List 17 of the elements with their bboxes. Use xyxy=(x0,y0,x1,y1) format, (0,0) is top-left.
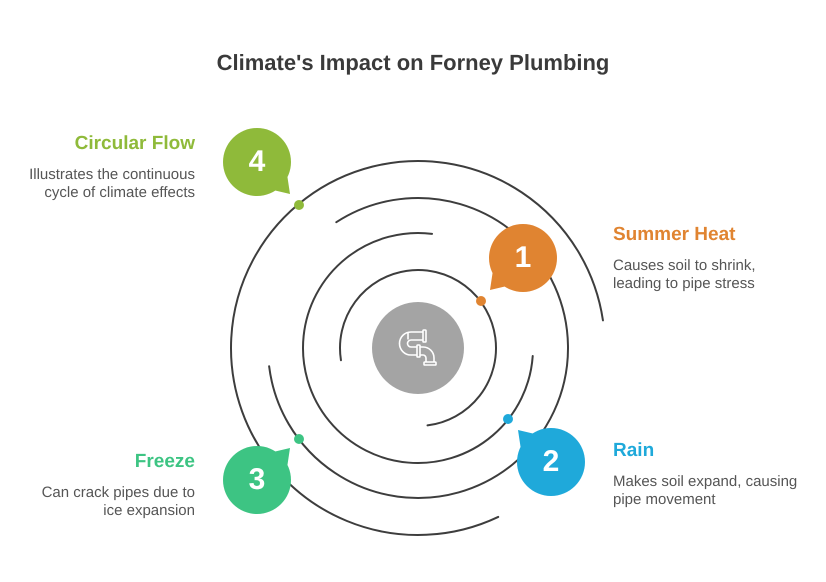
step-description: Can crack pipes due to ice expansion xyxy=(40,484,195,519)
step-description: Illustrates the continuous cycle of climate effects xyxy=(28,166,195,201)
step-heading: Summer Heat xyxy=(613,224,736,246)
speech-bubble xyxy=(222,445,292,515)
step-number: 3 xyxy=(248,463,266,497)
step-description: Causes soil to shrink, leading to pipe stress xyxy=(613,257,757,292)
step-number: 1 xyxy=(514,241,532,275)
speech-bubble xyxy=(488,223,558,293)
step-heading: Freeze xyxy=(134,451,195,473)
step-description: Makes soil expand, causing pipe movement xyxy=(613,473,798,508)
step-heading: Rain xyxy=(613,440,654,462)
speech-bubble xyxy=(516,427,586,497)
speech-bubble xyxy=(222,127,292,197)
diagram-title: Climate's Impact on Forney Plumbing xyxy=(216,49,610,77)
step-number: 4 xyxy=(248,145,266,179)
step-heading: Circular Flow xyxy=(74,133,195,155)
step-number: 2 xyxy=(542,445,560,479)
